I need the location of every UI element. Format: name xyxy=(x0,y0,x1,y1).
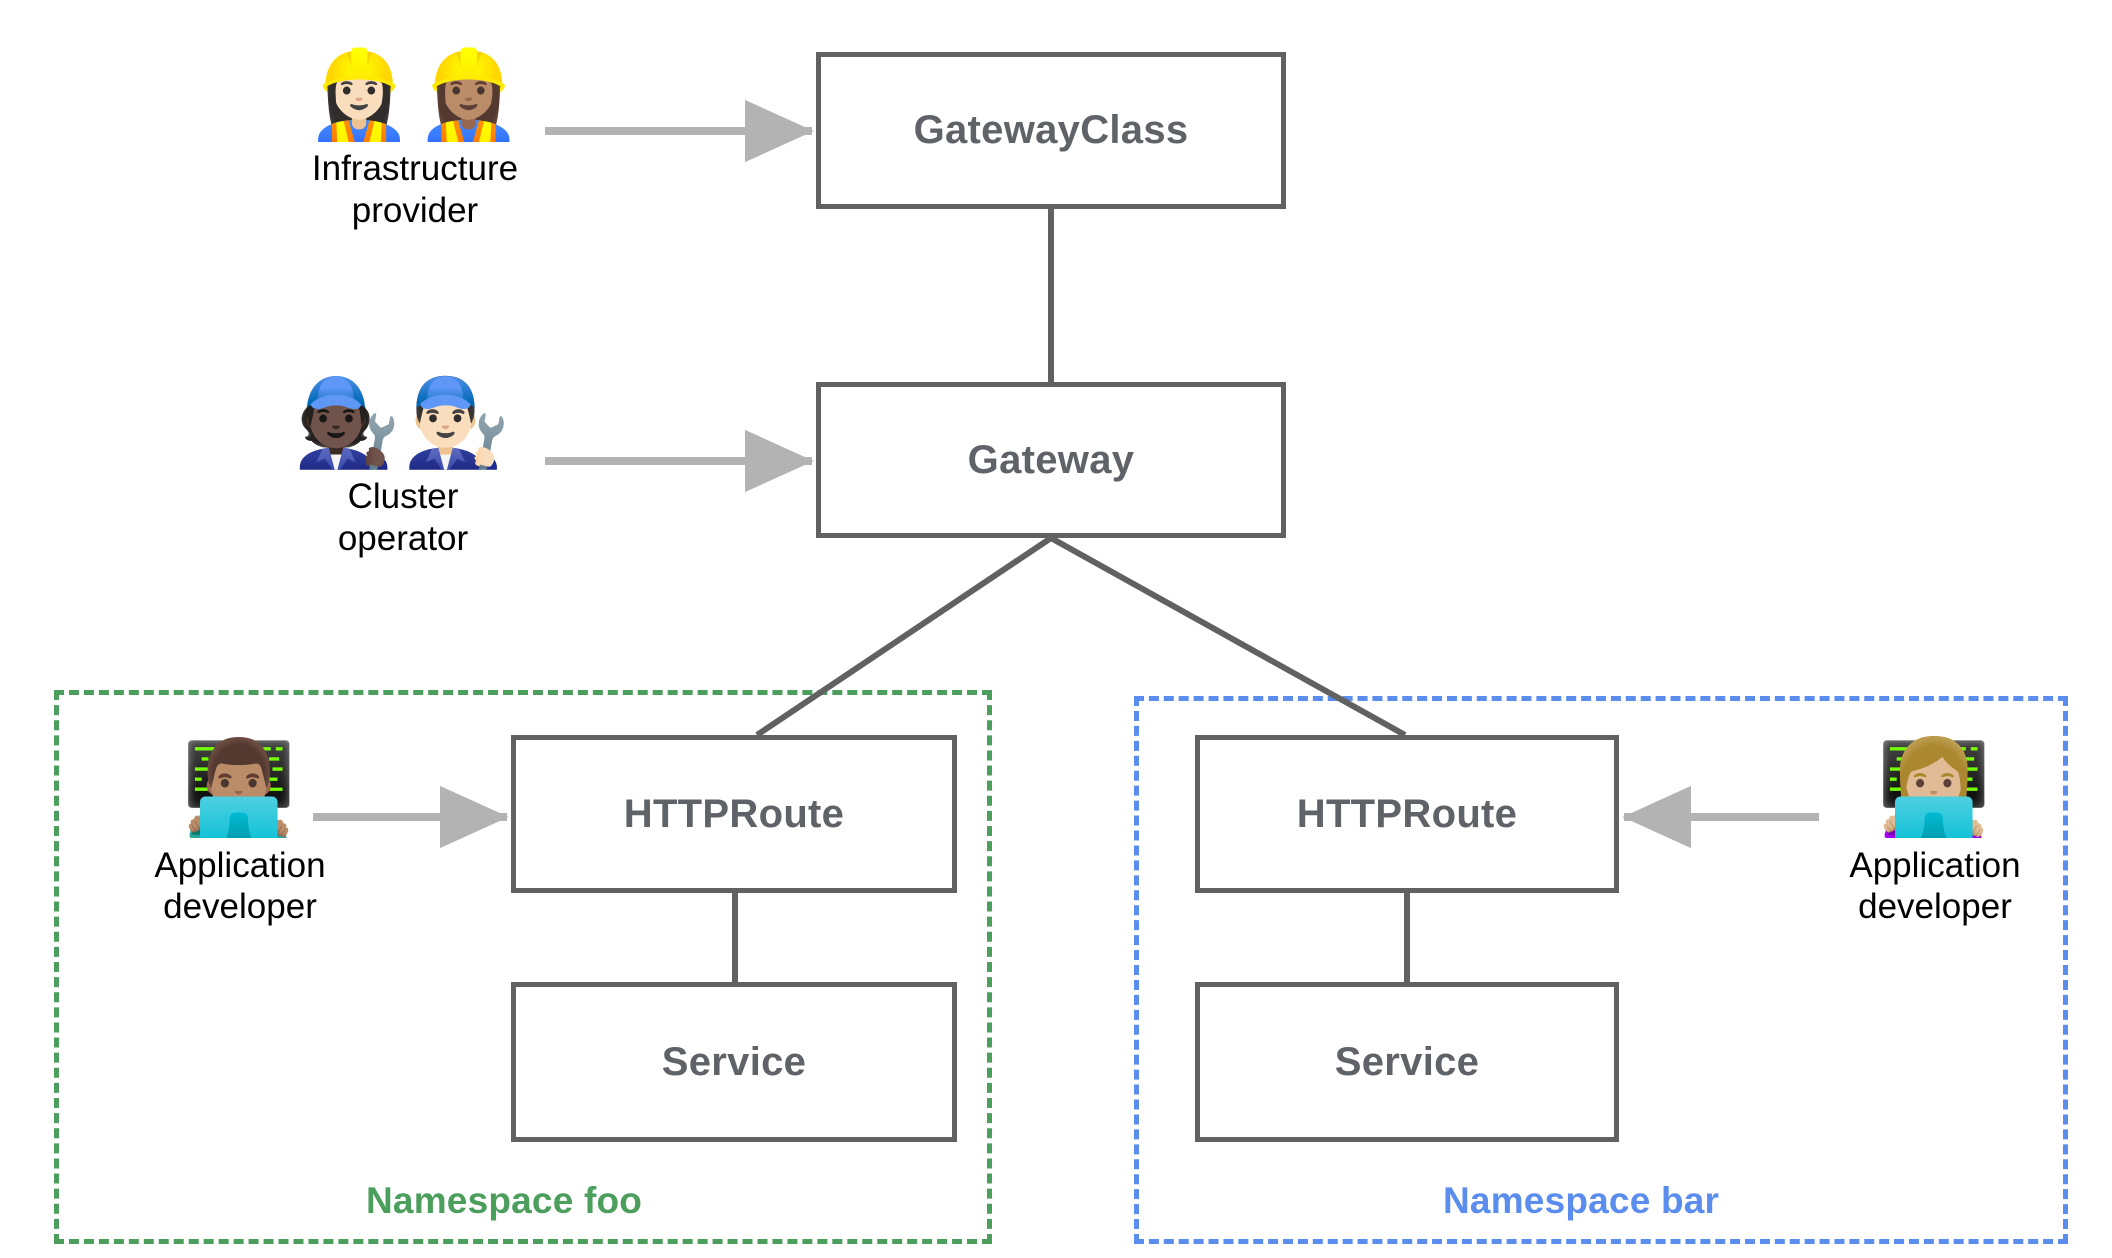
node-httproute-bar[interactable]: HTTPRoute xyxy=(1195,735,1619,893)
node-service-bar-label: Service xyxy=(1334,1039,1480,1084)
node-gatewayclass[interactable]: GatewayClass xyxy=(816,52,1286,209)
node-service-foo[interactable]: Service xyxy=(511,982,957,1142)
construction-worker-emoji: 👷🏻‍♀️👷🏽‍♀️ xyxy=(305,45,525,145)
technologist-emoji: 👩🏼‍💻 xyxy=(1876,734,1994,841)
mechanic-emoji: 🧑🏿‍🔧👨🏻‍🔧 xyxy=(293,373,513,473)
node-gatewayclass-label: GatewayClass xyxy=(913,108,1189,152)
persona-infrastructure-provider-label: Infrastructure provider xyxy=(311,149,519,230)
node-gateway-label: Gateway xyxy=(967,437,1135,482)
persona-infrastructure-provider: 👷🏻‍♀️👷🏽‍♀️ Infrastructure provider xyxy=(255,50,575,231)
technologist-emoji: 👨🏽‍💻 xyxy=(181,734,299,841)
persona-cluster-operator-label: Cluster operator xyxy=(337,477,469,558)
namespace-foo-label: Namespace foo xyxy=(366,1180,643,1221)
node-gateway[interactable]: Gateway xyxy=(816,382,1286,538)
persona-cluster-operator: 🧑🏿‍🔧👨🏻‍🔧 Cluster operator xyxy=(243,378,563,559)
node-service-foo-label: Service xyxy=(661,1039,807,1084)
node-service-bar[interactable]: Service xyxy=(1195,982,1619,1142)
persona-application-developer-foo-label: Application developer xyxy=(154,845,326,926)
node-httproute-foo[interactable]: HTTPRoute xyxy=(511,735,957,893)
persona-application-developer-bar-label: Application developer xyxy=(1849,845,2021,926)
persona-application-developer-foo: 👨🏽‍💻 Application developer xyxy=(105,734,375,927)
namespace-foo-container xyxy=(54,690,992,1244)
node-httproute-foo-label: HTTPRoute xyxy=(623,791,845,836)
namespace-bar-label: Namespace bar xyxy=(1443,1180,1720,1221)
node-httproute-bar-label: HTTPRoute xyxy=(1296,791,1518,836)
persona-application-developer-bar: 👩🏼‍💻 Application developer xyxy=(1800,734,2070,927)
namespace-bar-container xyxy=(1134,696,2068,1244)
